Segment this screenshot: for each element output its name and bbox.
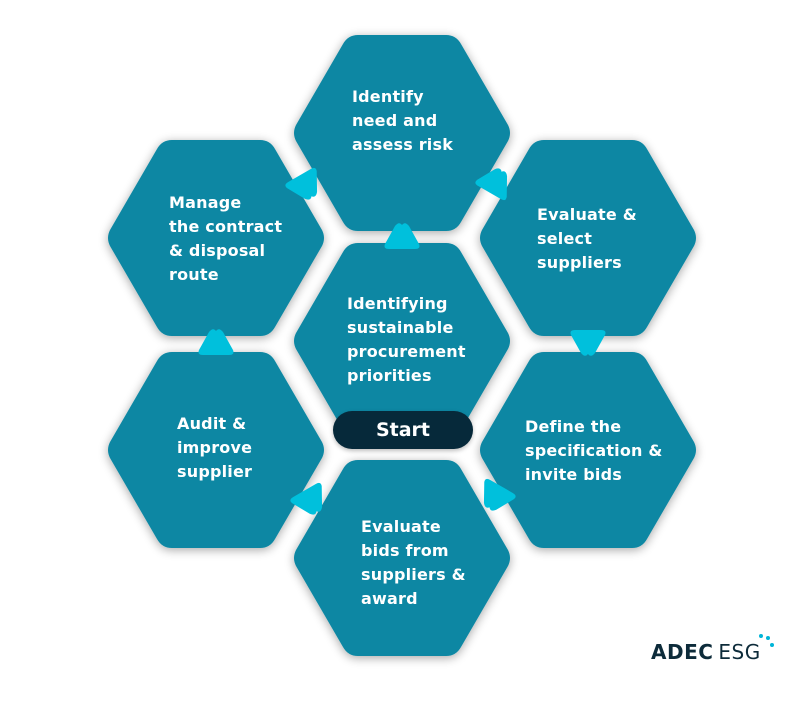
- step-label-evaluate-select: Evaluate & select suppliers: [537, 205, 637, 272]
- arrow-down-icon: [570, 330, 606, 356]
- logo-suffix: ESG: [718, 640, 761, 664]
- step-label-audit-improve: Audit & improve supplier: [177, 414, 253, 481]
- step-label-identify-need: Identify need and assess risk: [352, 87, 454, 154]
- step-label-evaluate-bids: Evaluate bids from suppliers & award: [361, 517, 466, 608]
- step-label-define-specification: Define the specification & invite bids: [525, 417, 663, 484]
- start-button[interactable]: Start: [333, 411, 473, 449]
- center-label-priorities: Identifying sustainable procurement prio…: [347, 294, 466, 385]
- logo-brand: ADEC: [651, 640, 714, 664]
- logo-dots-icon: [759, 634, 774, 647]
- step-label-manage-contract: Manage the contract & disposal route: [169, 193, 283, 284]
